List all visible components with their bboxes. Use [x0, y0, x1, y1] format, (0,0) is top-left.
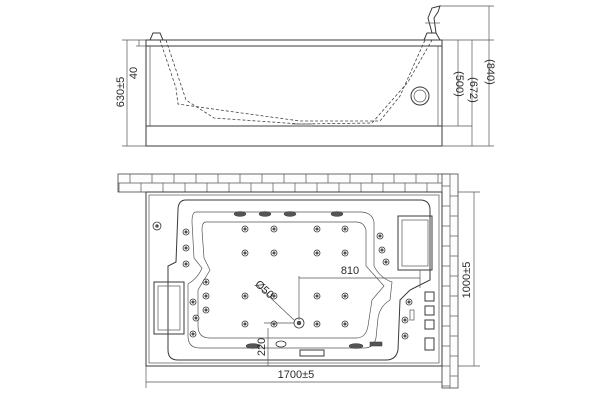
- control-panel: [409, 291, 435, 351]
- jet-oval: [348, 343, 364, 349]
- drain-slot: [299, 349, 325, 357]
- basin-floor: [197, 221, 385, 339]
- jet-oval: [233, 211, 247, 217]
- top-view: Ø50 810 220 1700±5 1000±5: [145, 191, 480, 388]
- height-outer-label: (840): [484, 59, 496, 85]
- jets-group: [182, 225, 413, 340]
- left-headrest: [149, 32, 164, 41]
- side-view: 630±5 40 (500) (672) (840): [115, 5, 496, 147]
- inner-profile: [159, 39, 426, 122]
- basin-inner: [187, 211, 393, 349]
- jet-oval: [283, 211, 297, 217]
- jet-oval: [258, 211, 272, 217]
- side-view-body: [145, 39, 443, 147]
- left-headrest-pad: [153, 281, 185, 335]
- faucet-icon: [427, 5, 441, 34]
- control-slot: [409, 309, 415, 321]
- control-button: [424, 291, 435, 302]
- width-label: 1700±5: [278, 369, 315, 381]
- depth-inner-label: (672): [467, 77, 479, 103]
- right-headrest-pad: [397, 215, 433, 271]
- overflow-circle: [410, 86, 430, 106]
- depth-water-label: (500): [453, 71, 465, 97]
- control-button: [424, 337, 435, 351]
- basin-outline: [167, 199, 431, 361]
- drain-icon: [275, 340, 287, 348]
- height-total-label: 630±5: [115, 77, 127, 108]
- tub-outline: [145, 191, 443, 367]
- control-button: [424, 319, 435, 330]
- right-headrest: [423, 32, 441, 41]
- jet-strip: [369, 341, 383, 347]
- jet-oval: [245, 343, 261, 349]
- offset-810-label: 810: [341, 265, 359, 277]
- inner-profile-outer: [165, 39, 433, 125]
- rim-height-label: 40: [128, 67, 140, 79]
- brick-wall-top: [117, 173, 449, 193]
- length-label: 1000±5: [461, 262, 473, 299]
- jet-offset-label: 220: [256, 338, 268, 356]
- control-button: [424, 305, 435, 316]
- jet-oval: [330, 211, 344, 217]
- brick-wall-right: [441, 173, 459, 389]
